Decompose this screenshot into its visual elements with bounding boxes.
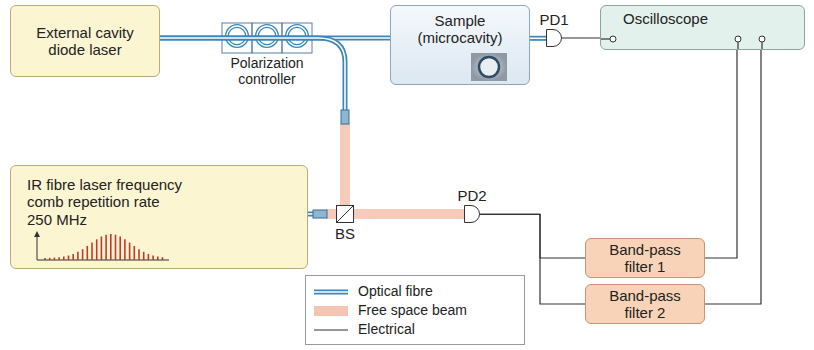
comb-line bbox=[54, 258, 56, 260]
comb-line bbox=[101, 237, 103, 261]
comb-line bbox=[110, 234, 112, 260]
legend-sample bbox=[314, 286, 348, 298]
connector-line bbox=[340, 124, 350, 205]
comb-line bbox=[157, 257, 159, 261]
cube-outline bbox=[337, 206, 354, 223]
comb-line bbox=[77, 252, 79, 260]
comb-spectrum bbox=[33, 230, 173, 264]
legend-text: Free space beam bbox=[358, 302, 467, 318]
microcavity-image bbox=[471, 53, 507, 81]
comb-line bbox=[119, 237, 121, 261]
laser-box: External cavity diode laser bbox=[10, 5, 160, 77]
connector bbox=[705, 50, 737, 258]
comb-line bbox=[115, 235, 117, 260]
connector-line bbox=[705, 50, 761, 304]
input-port bbox=[610, 36, 616, 42]
comb-line bbox=[138, 249, 140, 260]
legend-text: Optical fibre bbox=[358, 283, 433, 299]
photodetector: PD2 bbox=[454, 187, 490, 227]
input-port bbox=[735, 36, 741, 42]
comb-line bbox=[68, 256, 70, 261]
node-text: BS bbox=[335, 225, 355, 242]
collimator bbox=[313, 210, 327, 218]
legend-row: Free space beam bbox=[314, 301, 516, 320]
legend-row: Electrical bbox=[314, 320, 516, 339]
node-text: PD2 bbox=[457, 187, 486, 204]
connector bbox=[480, 214, 585, 258]
beam-splitter: BS bbox=[330, 205, 360, 247]
detector-outline bbox=[547, 30, 562, 47]
comb-line bbox=[129, 243, 131, 260]
filter-box: Band-pass filter 2 bbox=[585, 284, 705, 324]
input-wire bbox=[601, 38, 610, 39]
connector bbox=[562, 38, 600, 39]
axis bbox=[37, 234, 38, 260]
input-wire bbox=[761, 42, 762, 49]
oscilloscope-box: Oscilloscope bbox=[600, 5, 805, 50]
comb-line bbox=[143, 252, 145, 260]
connector-line bbox=[530, 36, 546, 41]
comb-line bbox=[82, 249, 84, 260]
connector-line bbox=[160, 38, 345, 112]
comb-line bbox=[148, 254, 150, 260]
cube-diagonal bbox=[337, 206, 354, 223]
node-text: Sample (microcavity) bbox=[405, 12, 515, 47]
node-text: External cavity diode laser bbox=[23, 24, 148, 59]
image-ground bbox=[471, 53, 507, 81]
comb-line bbox=[87, 246, 89, 260]
connector-line bbox=[480, 214, 585, 258]
legend-row: Optical fibre bbox=[314, 282, 516, 301]
ring bbox=[479, 57, 499, 77]
beam-splitter-cube bbox=[336, 205, 354, 223]
node-text: Band-pass filter 2 bbox=[598, 287, 693, 322]
detector-outline bbox=[465, 206, 480, 223]
comb-line bbox=[63, 257, 65, 261]
connector bbox=[530, 38, 546, 39]
comb-line bbox=[58, 257, 60, 260]
node-text: Band-pass filter 1 bbox=[598, 241, 693, 276]
photodetector-symbol bbox=[546, 29, 562, 47]
comb-line bbox=[105, 235, 107, 260]
node-text: Oscilloscope bbox=[623, 10, 708, 27]
comb-line bbox=[162, 257, 164, 260]
photodetector-symbol bbox=[464, 205, 480, 223]
legend: Optical fibreFree space beamElectrical bbox=[305, 275, 525, 345]
filter-box: Band-pass filter 1 bbox=[585, 238, 705, 278]
comb-line bbox=[96, 239, 98, 260]
legend-sample bbox=[314, 305, 348, 317]
collimator bbox=[341, 110, 349, 124]
comb-line bbox=[134, 246, 136, 260]
component-label: Polarization controller bbox=[218, 55, 316, 87]
connector-line bbox=[354, 209, 464, 219]
connector bbox=[705, 50, 761, 304]
connector-line bbox=[530, 37, 546, 39]
legend-sample bbox=[314, 324, 348, 336]
sample-box: Sample (microcavity) bbox=[390, 5, 530, 85]
comb-line bbox=[72, 254, 74, 260]
comb-line bbox=[91, 243, 93, 260]
axis-arrow bbox=[34, 231, 40, 237]
comb-line bbox=[152, 256, 154, 261]
node-text: PD1 bbox=[539, 11, 568, 28]
photodetector: PD1 bbox=[536, 11, 572, 51]
comb-line bbox=[124, 239, 126, 260]
connector-line bbox=[705, 50, 737, 258]
comb-line bbox=[49, 258, 51, 260]
legend-text: Electrical bbox=[358, 321, 415, 337]
node-text: IR fibre laser frequency comb repetition… bbox=[27, 176, 187, 228]
comb-line bbox=[44, 258, 46, 260]
comb-laser-box: IR fibre laser frequency comb repetition… bbox=[10, 165, 308, 269]
input-wire bbox=[737, 42, 738, 49]
connector-line bbox=[160, 38, 345, 112]
input-port bbox=[759, 36, 765, 42]
connector bbox=[308, 210, 336, 218]
connector-line bbox=[562, 37, 600, 38]
connector bbox=[354, 214, 464, 215]
